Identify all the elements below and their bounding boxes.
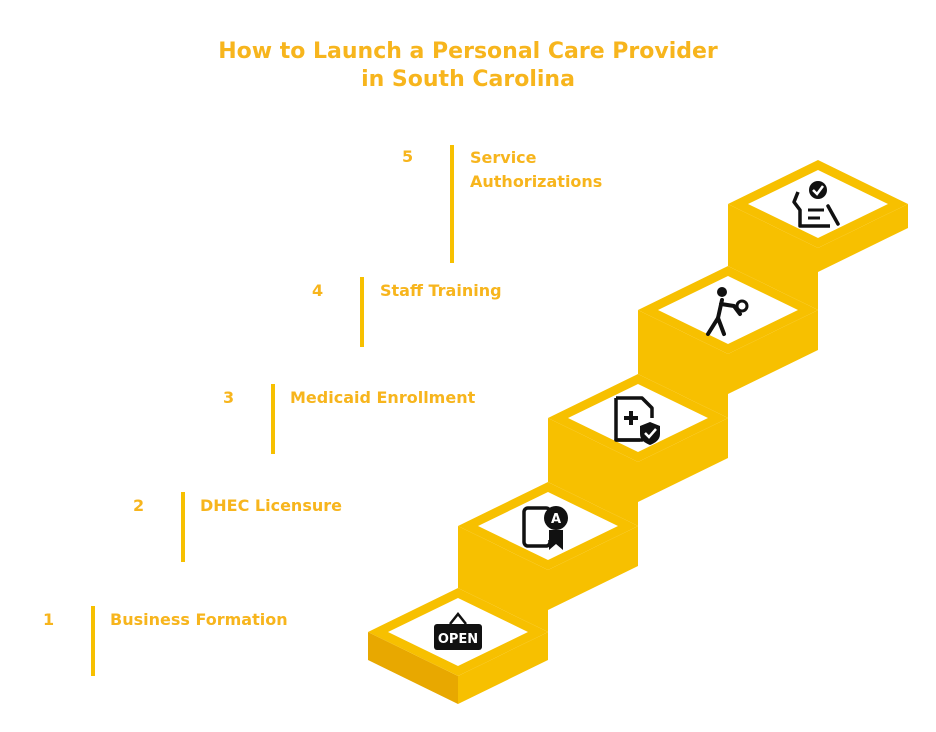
step-4-bar bbox=[360, 277, 364, 347]
step-5-label-line-1: Service bbox=[470, 148, 537, 167]
open-sign-icon: OPEN bbox=[434, 611, 482, 650]
stair-risers bbox=[368, 204, 908, 704]
title-line-2: in South Carolina bbox=[361, 67, 575, 92]
diagram-title: How to Launch a Personal Care Provider i… bbox=[0, 38, 936, 94]
step-4-number: 4 bbox=[312, 281, 324, 300]
step-3-label: Medicaid Enrollment bbox=[290, 388, 476, 407]
step-5-number: 5 bbox=[402, 147, 414, 166]
certificate-icon: A bbox=[522, 506, 568, 550]
person-exercise-icon bbox=[706, 287, 749, 336]
medical-file-icon bbox=[614, 396, 660, 445]
step-2-bar bbox=[181, 492, 185, 562]
step-3-bar bbox=[271, 384, 275, 454]
approval-checklist-icon bbox=[792, 181, 840, 228]
step-1-label: Business Formation bbox=[110, 610, 288, 629]
svg-text:A: A bbox=[551, 512, 561, 527]
step-5-label: Service Authorizations bbox=[470, 146, 602, 194]
title-line-1: How to Launch a Personal Care Provider bbox=[218, 39, 718, 64]
step-2-number: 2 bbox=[133, 496, 145, 515]
step-3-number: 3 bbox=[223, 388, 235, 407]
step-4-label: Staff Training bbox=[380, 281, 502, 300]
step-5-label-line-2: Authorizations bbox=[470, 172, 603, 191]
step-5-bar bbox=[450, 145, 454, 263]
step-1-bar bbox=[91, 606, 95, 676]
step-2-label: DHEC Licensure bbox=[200, 496, 342, 515]
step-1-number: 1 bbox=[43, 610, 55, 629]
svg-text:OPEN: OPEN bbox=[438, 632, 478, 647]
